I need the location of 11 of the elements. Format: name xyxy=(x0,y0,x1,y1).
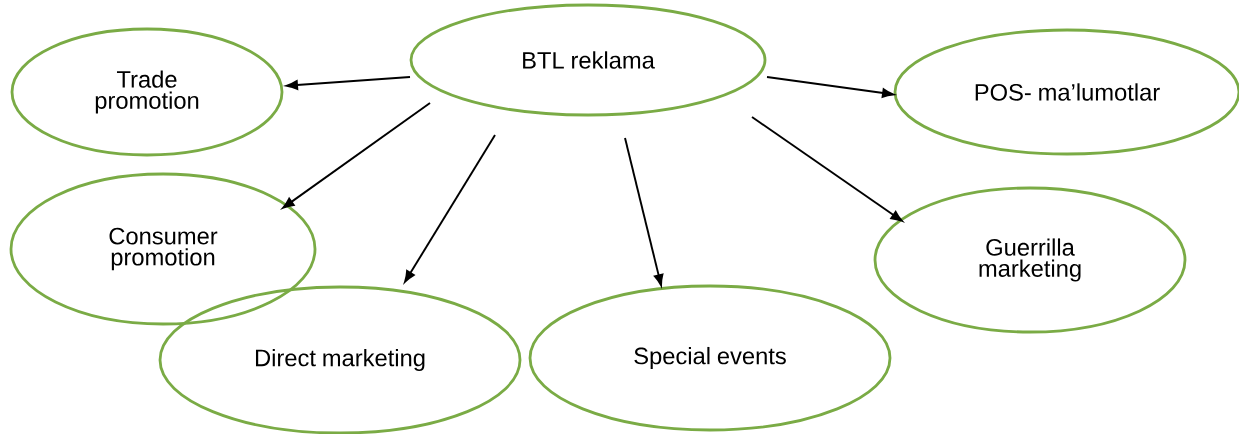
ellipse-node: Guerrilla marketing xyxy=(873,186,1187,334)
arrow xyxy=(751,116,903,222)
ellipse-node: BTL reklama xyxy=(409,3,767,117)
arrow xyxy=(282,102,431,209)
ellipse-node: Consumer promotion xyxy=(9,172,317,326)
arrow xyxy=(624,137,664,286)
arrow xyxy=(404,134,496,283)
ellipse-node: Trade promotion xyxy=(10,27,284,157)
ellipse-node: Special events xyxy=(528,284,892,432)
arrow xyxy=(286,76,411,90)
arrow xyxy=(766,76,894,98)
